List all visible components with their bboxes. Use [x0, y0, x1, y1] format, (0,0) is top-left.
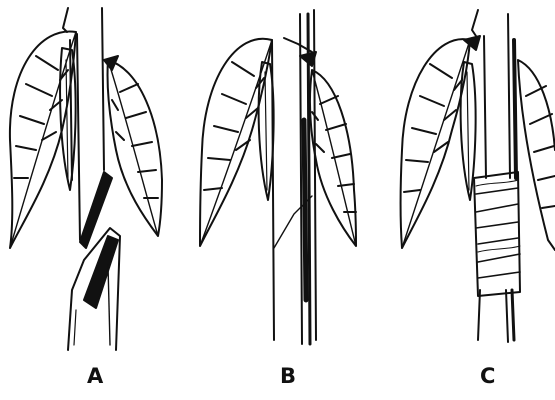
panel-b-illustration [200, 10, 356, 344]
panel-label-b: B [280, 366, 296, 387]
panel-c-binding-wrap [474, 172, 520, 296]
panel-c-left-leaf [401, 39, 471, 248]
panel-c-illustration [401, 10, 555, 342]
panel-label-c: C [480, 366, 495, 387]
panel-a-rootstock [68, 228, 120, 350]
panel-a-illustration [10, 8, 162, 350]
panel-a-right-leaf [104, 56, 162, 236]
panel-a-scion [63, 8, 112, 248]
panel-label-a: A [87, 366, 103, 387]
